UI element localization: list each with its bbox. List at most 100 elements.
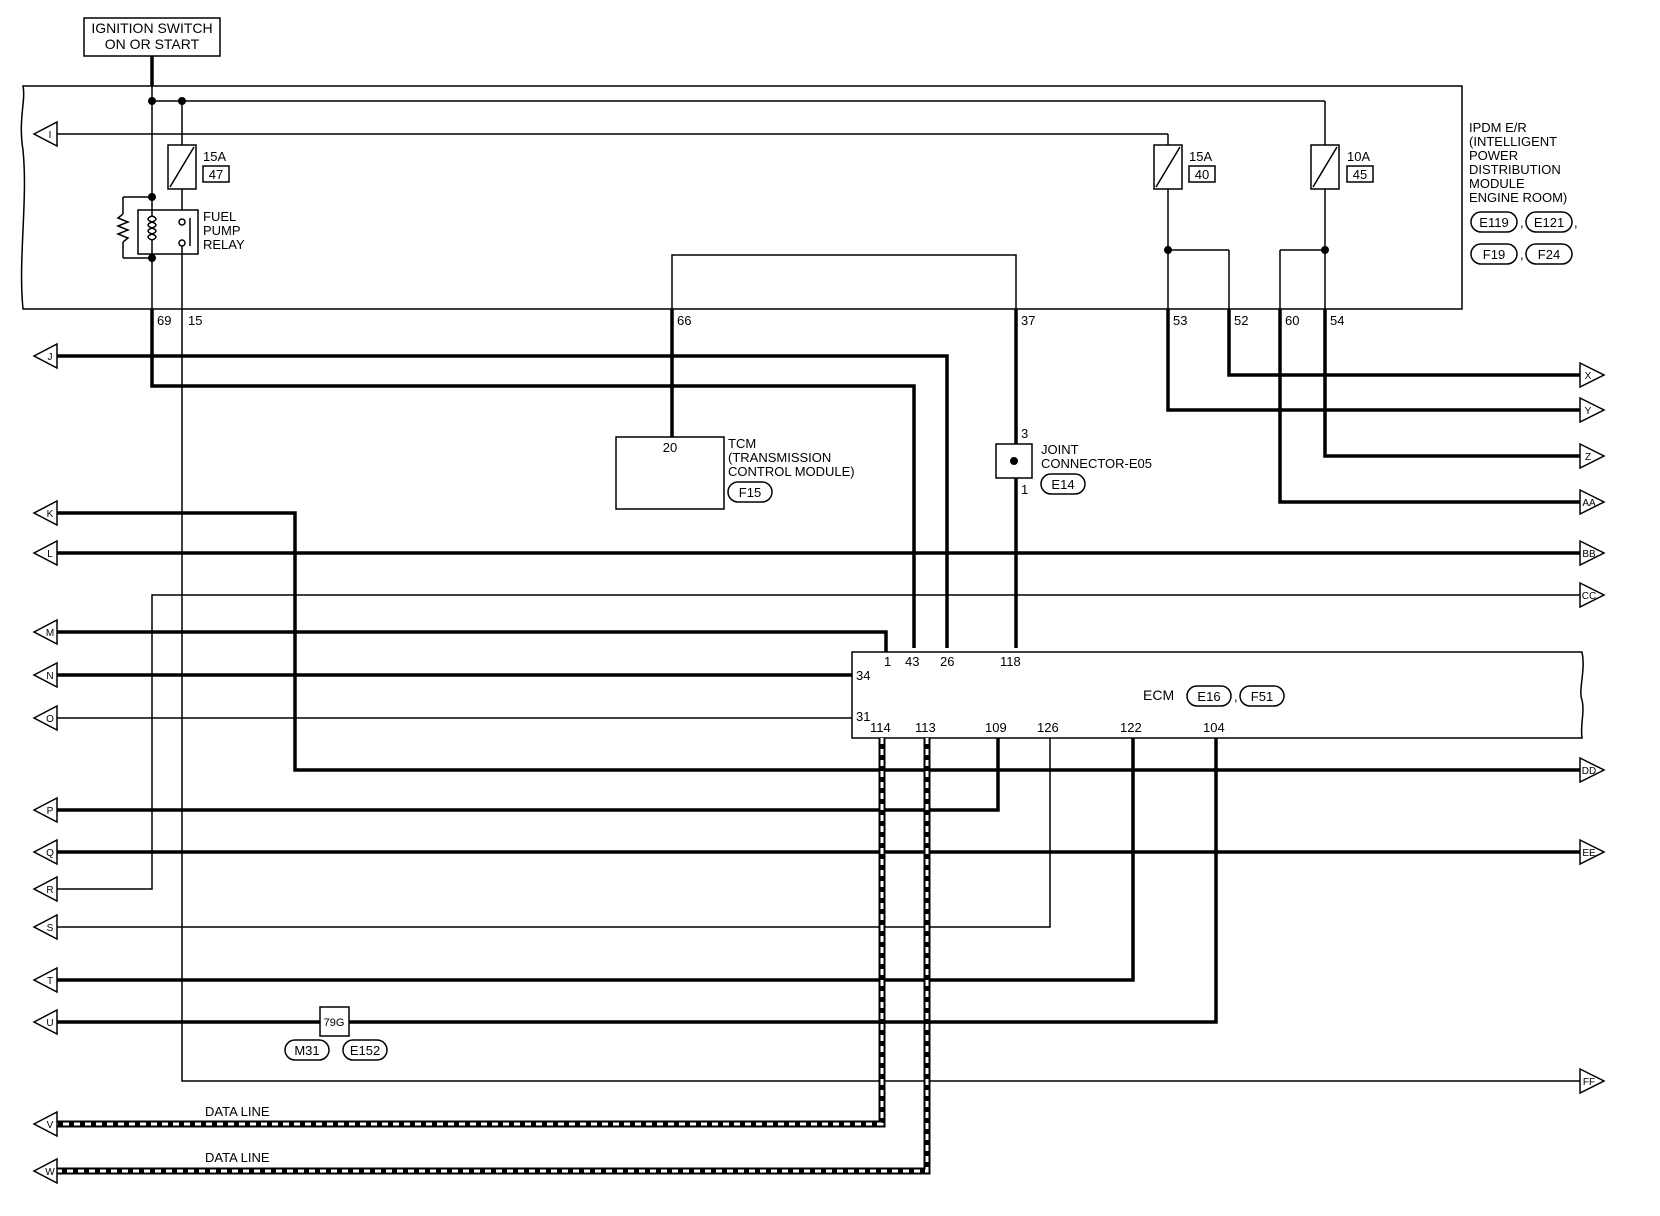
right-arrow-y: [1579, 396, 1606, 424]
ipdm-pin-37: 37: [1021, 313, 1035, 328]
left-ref-i: I: [32, 120, 58, 148]
ignition-switch-line1: IGNITION SWITCH: [91, 20, 212, 36]
bus-junction-1: [148, 97, 156, 105]
ipdm-label-4: DISTRIBUTION: [1469, 162, 1561, 177]
right-ref-ee: EE: [1579, 838, 1606, 866]
ipdm-conn-f19: F19: [1483, 247, 1505, 262]
fuse-47-amps: 15A: [203, 149, 226, 164]
ecm-box: [851, 651, 1584, 739]
joint-pin-1: 1: [1021, 482, 1028, 497]
right-ref-aa-label: AA: [1582, 498, 1596, 509]
right-arrow-z: [1579, 442, 1606, 470]
inline-conn-m31: M31: [294, 1043, 319, 1058]
ignition-switch-line2: ON OR START: [105, 36, 200, 52]
ecm-pin-113: 113: [915, 720, 936, 735]
ignition-switch-box: [83, 17, 221, 57]
ipdm-conn-e121-badge: [1525, 211, 1573, 233]
wire-ecm109-p: [52, 738, 1000, 812]
ipdm-label-2: (INTELLIGENT: [1469, 134, 1557, 149]
relay-body: [137, 209, 199, 255]
fuse-40-amps: 15A: [1189, 149, 1212, 164]
wire-m-ecm1: [52, 630, 888, 652]
left-arrow-r: [32, 875, 58, 903]
ipdm-conn-e119-badge: [1470, 211, 1518, 233]
fuse-45-amps: 10A: [1347, 149, 1370, 164]
right-ref-x-label: X: [1585, 371, 1592, 382]
tcm-label-1: TCM: [728, 436, 756, 451]
data-line-w-outer: [52, 738, 931, 1175]
left-ref-q: Q: [32, 838, 58, 866]
right-ref-z: Z: [1579, 442, 1606, 470]
left-ref-k: K: [32, 499, 58, 527]
left-ref-r-label: R: [46, 885, 53, 896]
inline-conn-e152-badge: [342, 1039, 388, 1061]
fuse-47-num: 47: [209, 167, 223, 182]
right-arrow-x: [1579, 361, 1606, 389]
ecm-label: ECM: [1143, 687, 1174, 703]
data-line-label-v: DATA LINE: [205, 1104, 270, 1119]
fuse-40-num-box: [1188, 165, 1216, 183]
tcm-label-3: CONTROL MODULE): [728, 464, 855, 479]
relay-contact-bottom: [178, 239, 186, 247]
wire-j-ecm26: [52, 354, 949, 648]
ecm-conn-f51-badge: [1239, 685, 1285, 707]
left-ref-p-label: P: [47, 806, 54, 817]
wire-ecm104-u: [52, 738, 1218, 1024]
left-ref-t: T: [32, 966, 58, 994]
ecm-pin-122: 122: [1120, 720, 1142, 735]
ipdm-pin-53: 53: [1173, 313, 1187, 328]
right-arrow-ff: [1579, 1067, 1606, 1095]
left-ref-k-label: K: [47, 509, 54, 520]
ipdm-label-1: IPDM E/R: [1469, 120, 1527, 135]
relay-label-3: RELAY: [203, 237, 245, 252]
left-arrow-u: [32, 1008, 58, 1036]
ecm-pin-104: 104: [1203, 720, 1225, 735]
relay-label-1: FUEL: [203, 209, 236, 224]
left-arrow-m: [32, 618, 58, 646]
wire-ecm126-s: [52, 738, 1051, 928]
left-arrow-w: [32, 1157, 58, 1185]
right-ref-z-label: Z: [1585, 452, 1591, 463]
fuel-pump-relay: FUEL PUMP RELAY: [115, 196, 245, 259]
right-arrow-aa: [1579, 488, 1606, 516]
data-line-v-outer: [52, 738, 886, 1128]
fuse-47-num-box: [202, 165, 230, 183]
left-arrow-o: [32, 704, 58, 732]
comma-1: ,: [1520, 215, 1524, 230]
left-ref-r: R: [32, 875, 58, 903]
tcm-label-2: (TRANSMISSION: [728, 450, 831, 465]
relay-junction-top: [148, 193, 156, 201]
left-ref-n-label: N: [46, 671, 53, 682]
right-ref-x: X: [1579, 361, 1606, 389]
ecm-pin-114: 114: [870, 720, 891, 735]
ecm-pin-31: 31: [856, 709, 870, 724]
wire-r-cc: [52, 594, 1580, 890]
ipdm-conn-f24: F24: [1538, 247, 1560, 262]
wire-ipdm52-x: [1227, 309, 1580, 377]
right-arrow-bb: [1579, 539, 1606, 567]
left-ref-j-label: J: [48, 352, 53, 363]
left-arrow-k: [32, 499, 58, 527]
ipdm-conn-f19-badge: [1470, 243, 1518, 265]
wire-ipdm54-z: [1323, 309, 1580, 458]
comma-4: ,: [1234, 689, 1238, 704]
ipdm-pin-66: 66: [677, 313, 691, 328]
data-line-w-dash: [52, 738, 929, 1173]
fuse-45-num-box: [1346, 165, 1374, 183]
right-ref-cc: CC: [1579, 581, 1606, 609]
ecm-conn-f51: F51: [1251, 689, 1273, 704]
left-arrow-l: [32, 539, 58, 567]
wire-ecm122-t: [52, 738, 1135, 982]
ipdm-pin-54: 54: [1330, 313, 1344, 328]
ipdm-pin-15: 15: [188, 313, 202, 328]
right-ref-dd-label: DD: [1582, 766, 1596, 777]
wire-ipdm15-ff: [181, 309, 1580, 1082]
fuse-45-symbol: [1312, 146, 1338, 188]
ecm-pin-1: 1: [884, 654, 891, 669]
left-ref-p: P: [32, 796, 58, 824]
inline-conn-e152: E152: [350, 1043, 380, 1058]
ecm-pin-34: 34: [856, 668, 870, 683]
left-arrow-n: [32, 661, 58, 689]
data-line-v-dash: [52, 738, 884, 1126]
left-arrow-j: [32, 342, 58, 370]
